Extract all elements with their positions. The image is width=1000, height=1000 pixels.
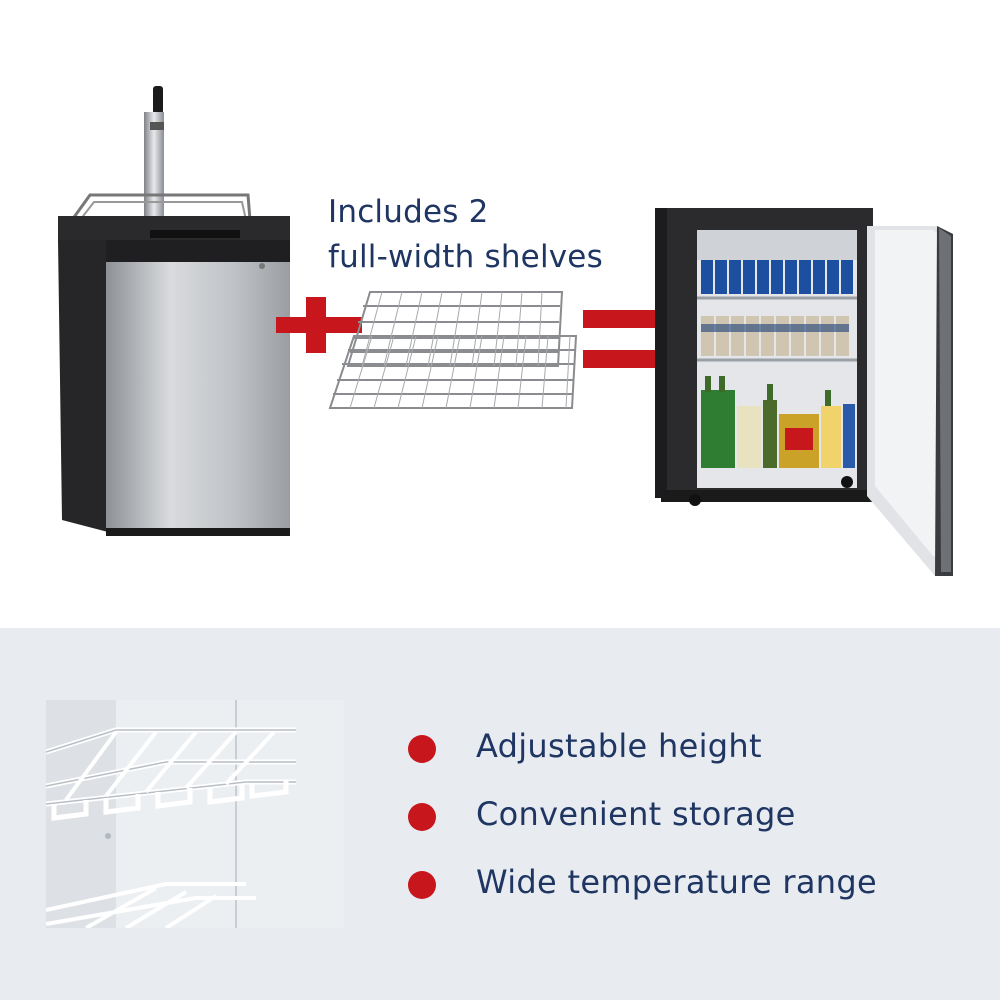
caption-line-1: Includes 2 (328, 194, 489, 230)
bullet-dot-icon (408, 871, 436, 899)
features-section: Adjustable height Convenient storage Wid… (0, 628, 1000, 1000)
plus-icon (276, 297, 362, 353)
shelf-closeup-image (46, 700, 344, 928)
comparison-section: Includes 2 full-width shelves (58, 86, 953, 576)
feature-item-convenient-storage: Convenient storage (408, 780, 877, 848)
equals-icon (583, 310, 678, 368)
feature-label: Wide temperature range (476, 863, 877, 901)
shelves-caption: Includes 2 full-width shelves (328, 190, 603, 280)
feature-item-adjustable-height: Adjustable height (408, 712, 877, 780)
bullet-dot-icon (408, 735, 436, 763)
kegerator-image (58, 86, 290, 536)
bullet-dot-icon (408, 803, 436, 831)
feature-label: Adjustable height (476, 727, 762, 765)
feature-label: Convenient storage (476, 795, 796, 833)
beverage-fridge-image (655, 208, 953, 576)
feature-item-wide-temperature-range: Wide temperature range (408, 848, 877, 916)
wire-shelves-image (328, 291, 578, 409)
feature-list: Adjustable height Convenient storage Wid… (408, 712, 877, 916)
caption-line-2: full-width shelves (328, 239, 603, 275)
